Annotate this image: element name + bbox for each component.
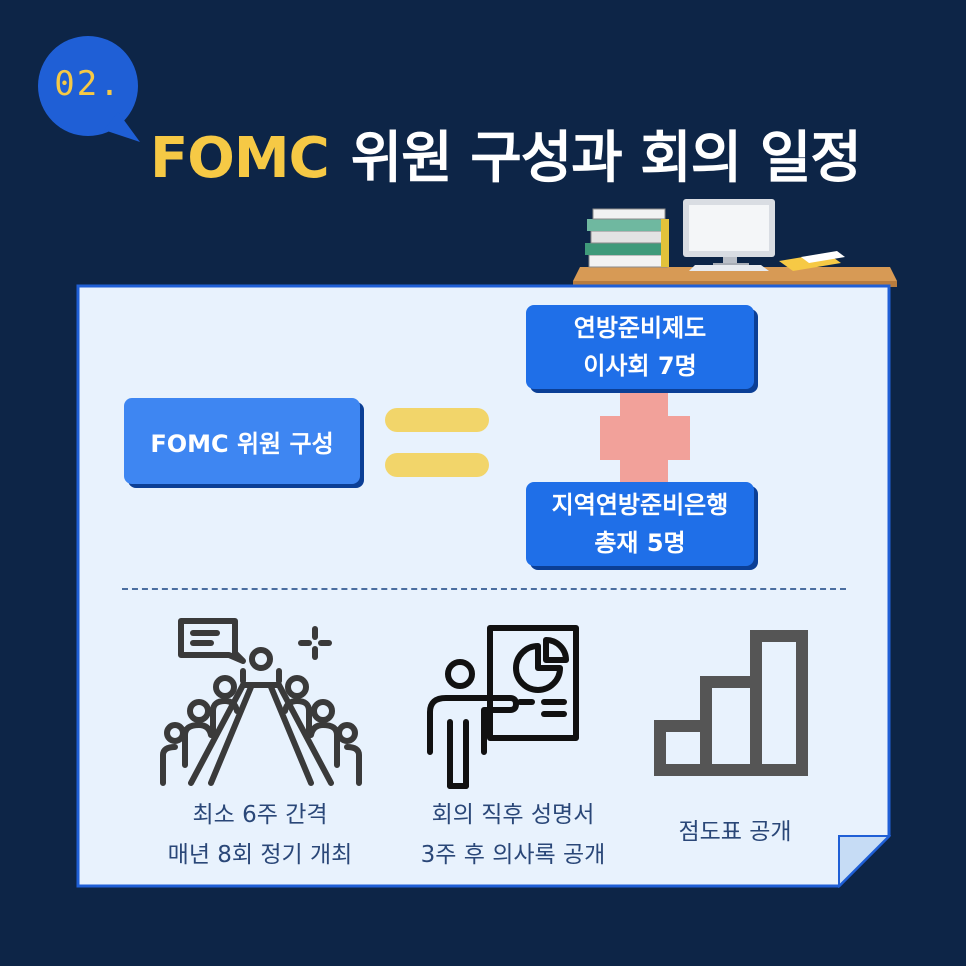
board-line1: 연방준비제도 [573, 314, 707, 342]
feature-caption-meeting: 최소 6주 간격 매년 8회 정기 개최 [130, 795, 390, 875]
meeting-icon [160, 618, 362, 786]
dashed-divider [122, 588, 846, 590]
presentation-icon [427, 625, 579, 789]
equals-sign-top [385, 408, 489, 432]
feature-caption-dot-plot: 점도표 공개 [640, 812, 830, 852]
regional-banks-box: 지역연방준비은행 총재 5명 [526, 482, 754, 566]
fomc-members-label: FOMC 위원 구성 [150, 429, 334, 458]
plus-sign-horizontal [600, 416, 690, 460]
bar-chart-icon [654, 630, 808, 776]
title-accent: FOMC [150, 126, 330, 191]
feature-caption-statement: 회의 직후 성명서 3주 후 의사록 공개 [393, 795, 633, 875]
speech-bubble-icon [38, 36, 140, 142]
caption-line: 회의 직후 성명서 [431, 802, 595, 828]
page-title: FOMC 위원 구성과 회의 일정 [150, 113, 862, 194]
regional-line2: 총재 5명 [594, 529, 686, 557]
board-of-governors-box: 연방준비제도 이사회 7명 [526, 305, 754, 389]
board-line2: 이사회 7명 [583, 352, 697, 380]
caption-line: 3주 후 의사록 공개 [420, 842, 606, 868]
fomc-members-box: FOMC 위원 구성 [124, 398, 360, 484]
caption-line: 매년 8회 정기 개최 [167, 842, 353, 868]
desk-illustration-icon [573, 199, 897, 287]
title-main: 위원 구성과 회의 일정 [350, 126, 862, 191]
caption-line: 최소 6주 간격 [192, 802, 328, 828]
equals-sign-bottom [385, 453, 489, 477]
regional-line1: 지역연방준비은행 [551, 491, 729, 519]
section-number: 02. [54, 64, 122, 104]
caption-line: 점도표 공개 [678, 819, 792, 845]
